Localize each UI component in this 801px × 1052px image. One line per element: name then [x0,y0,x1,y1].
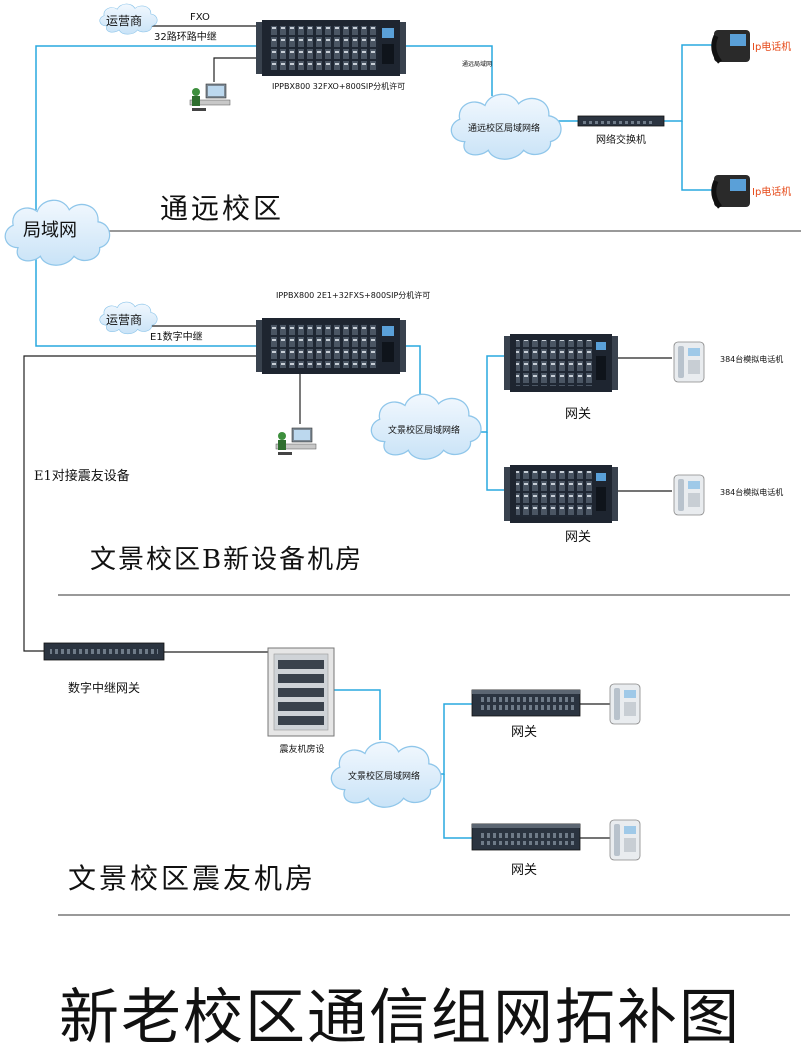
label-lan: 局域网 [23,220,77,241]
link-cloud-to-gateway2 [486,432,510,491]
label-operator-1: 运营商 [106,13,142,28]
label-gateway-3: 网关 [511,725,537,740]
gateway-rack-2 [504,465,618,523]
link-pbx1-to-lan-cloud [400,45,493,96]
analog-phone-icon-2 [673,474,705,516]
digital-trunk-gateway [43,642,165,661]
main-title: 新老校区通信组网拓补图 [59,983,741,1052]
label-campus-wenjing-zhenyou: 文景校区震友机房 [68,862,316,895]
workstation-2 [275,427,317,455]
ippbx-2 [256,318,406,374]
label-pbx-1: IPPBX800 32FXO+800SIP分机许可 [272,81,405,91]
link-cloud-to-gateway4 [443,774,472,839]
label-gateway-4: 网关 [511,863,537,878]
gateway-rack-1 [504,334,618,392]
ippbx-1 [256,20,406,76]
label-trunk-32: 32路环路中继 [154,30,217,43]
link-cloud-to-gateway3 [430,703,472,775]
label-campus-tongyuan: 通远校区 [160,192,284,225]
labels: 运营商 FXO 32路环路中继 IPPBX800 32FXO+800SIP分机许… [23,12,791,1052]
link-switch-to-ipphone1 [664,44,714,122]
ip-phone-icon-1 [711,30,750,64]
label-wenjing-lan-2: 文景校区局域网络 [348,770,420,782]
label-fxo: FXO [190,12,210,23]
workstation-1 [189,83,231,111]
link-lan-to-pbx1 [35,45,262,210]
label-campus-wenjing-b: 文景校区B新设备机房 [90,545,363,575]
label-analog-384-2: 384台模拟电话机 [720,487,783,497]
zhenyou-cabinet [267,647,335,737]
wire-pbx1-to-pc [213,57,262,82]
analog-phone-icon-4 [609,819,641,861]
analog-phone-icon-1 [673,341,705,383]
wire-e1-to-digital-gw [23,355,262,652]
label-zhenyou-device: 震友机房设 [279,743,324,755]
link-switch-to-ipphone2 [681,121,714,191]
label-ip-phone-1: Ip电话机 [752,40,791,53]
analog-phone-icon-3 [609,683,641,725]
link-zhenyou-to-cloud [334,689,381,740]
link-lan-to-pbx2 [35,255,262,347]
label-e1-trunk: E1数字中继 [150,330,203,343]
label-operator-2: 运营商 [106,312,142,327]
label-tongyuan-net-small: 通远局域网 [462,60,492,68]
label-pbx-2: IPPBX800 2E1+32FXS+800SIP分机许可 [276,290,430,300]
label-wenjing-lan-1: 文景校区局域网络 [388,424,460,436]
ip-phone-icon-2 [711,175,750,209]
label-ip-phone-2: Ip电话机 [752,185,791,198]
label-digital-gateway: 数字中继网关 [68,680,140,695]
label-gateway-2: 网关 [565,530,591,545]
label-gateway-1: 网关 [565,407,591,422]
gateway-small-4 [471,823,581,851]
link-pbx2-to-cloud [400,345,421,394]
label-analog-384-1: 384台模拟电话机 [720,354,783,364]
label-switch: 网络交换机 [596,133,646,146]
label-e1-link: E1对接震友设备 [34,468,130,484]
wires [23,25,672,839]
gateway-small-3 [471,689,581,717]
network-switch [577,115,665,127]
label-tongyuan-lan: 通远校区局域网络 [468,122,540,134]
